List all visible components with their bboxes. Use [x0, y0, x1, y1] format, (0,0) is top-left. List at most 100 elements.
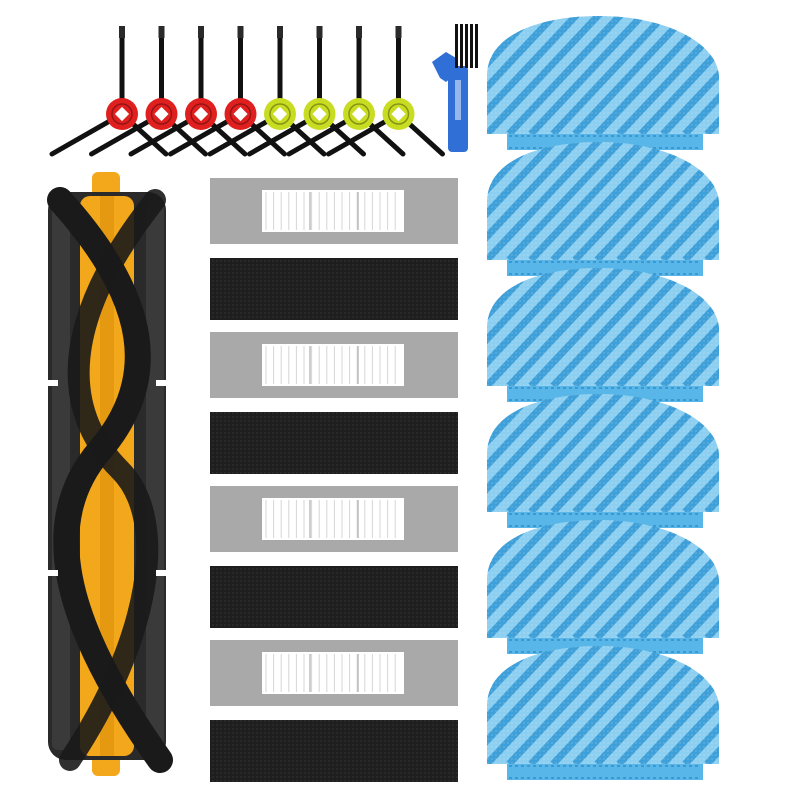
mop-pad-stripe	[751, 510, 800, 638]
sponge-filter-texture	[210, 720, 458, 782]
mop-pad-stripe	[729, 384, 800, 512]
side-brush	[247, 26, 366, 157]
side-brush-hub-ring	[190, 103, 212, 125]
mop-pad-stripe	[704, 394, 719, 512]
side-brush-hub-ring	[111, 103, 133, 125]
side-brush-center	[391, 106, 406, 122]
mop-pad-stripe	[729, 132, 800, 260]
hepa-filter-pleats	[262, 498, 404, 540]
brush-notch	[44, 380, 58, 386]
hepa-filter-pleats	[262, 652, 404, 694]
mop-pad-stripe	[729, 510, 800, 638]
main-roller-brush	[44, 172, 173, 776]
mop-pad-mesh	[487, 394, 719, 512]
side-brush	[128, 26, 248, 157]
side-brush-tip	[316, 26, 323, 38]
mop-pad-stripe	[773, 258, 800, 386]
mop-pad-stripe	[729, 6, 800, 134]
brush-fin-right	[146, 200, 164, 750]
tool-bristle	[475, 24, 478, 68]
mop-pad-stripe	[773, 132, 800, 260]
mop-pad-stripe	[704, 520, 719, 638]
side-brush	[286, 26, 406, 157]
mop-pad-stripe	[729, 258, 800, 386]
mop-pad	[487, 132, 800, 276]
sponge-filter-texture	[210, 566, 458, 628]
brush-core-shade	[100, 196, 114, 756]
mop-pad-stripe	[704, 646, 719, 764]
hepa-filter	[210, 640, 458, 706]
side-brush-center	[351, 106, 367, 122]
mop-pad-stripe	[704, 142, 719, 260]
hepa-filter	[210, 178, 458, 244]
sponge-filter-texture	[210, 412, 458, 474]
side-brush-hub-ring	[150, 103, 173, 125]
side-brush-tip	[119, 26, 125, 38]
tool-handle-slot	[455, 80, 461, 120]
side-brush-hub-ring	[229, 103, 252, 125]
mop-pad-mesh	[487, 268, 719, 386]
mop-pad-stripe	[773, 6, 800, 134]
side-brush-tip	[277, 26, 283, 38]
brush-fin-left	[52, 200, 70, 750]
mop-pad-body	[487, 6, 800, 134]
mop-pad-stripe	[751, 636, 800, 764]
side-brushes	[49, 26, 445, 157]
side-brush-tip	[198, 26, 204, 38]
tool-bristle	[470, 24, 473, 68]
hepa-filter-pleats	[262, 344, 404, 386]
brush-end-cap-top	[92, 172, 120, 198]
side-brush	[207, 26, 327, 157]
cleaning-tool	[432, 24, 478, 152]
side-brush-tip	[158, 26, 165, 38]
tool-bristle	[460, 24, 463, 68]
side-brush	[89, 26, 208, 157]
mop-pad	[487, 258, 800, 402]
mop-pad-stripe	[704, 268, 719, 386]
mop-pad-stripe	[773, 636, 800, 764]
mop-pad-stripe	[773, 384, 800, 512]
side-brush	[326, 26, 445, 157]
mop-pad-stripe	[751, 384, 800, 512]
mop-pad-stack	[487, 6, 800, 780]
mop-pad-mesh	[487, 646, 719, 764]
brush-notch	[156, 380, 170, 386]
mop-pad-body	[487, 258, 800, 386]
brush-bristle-spiral	[59, 189, 166, 771]
mop-pad-strip	[507, 764, 703, 780]
mop-pad-stripe	[729, 636, 800, 764]
side-brush-center	[312, 106, 327, 122]
side-brush	[49, 26, 169, 157]
mop-pad-mesh	[487, 520, 719, 638]
mop-pad-stripe	[751, 132, 800, 260]
hepa-filter	[210, 332, 458, 398]
mop-pad-mesh	[487, 142, 719, 260]
mop-pad-mesh	[487, 16, 719, 134]
side-brush-hub-ring	[348, 103, 370, 125]
side-brush-center	[272, 106, 288, 122]
mop-pad	[487, 6, 800, 150]
brush-notch	[156, 570, 170, 576]
side-brush-hub-ring	[387, 103, 410, 125]
sponge-filter-texture	[210, 258, 458, 320]
mop-pad-body	[487, 636, 800, 764]
mop-pad-stripe	[751, 258, 800, 386]
mop-pad-body	[487, 132, 800, 260]
filter-stack	[210, 178, 458, 782]
side-brush-hub-ring	[308, 103, 331, 125]
mop-pad-stripe	[704, 16, 719, 134]
mop-pad-stripe	[751, 6, 800, 134]
hepa-filter-pleats	[262, 190, 404, 232]
side-brush-tip	[356, 26, 362, 38]
brush-notch	[44, 570, 58, 576]
side-brush-hub-ring	[269, 103, 291, 125]
side-brush-tip	[237, 26, 244, 38]
tool-bristle	[465, 24, 468, 68]
tool-bristle	[455, 24, 458, 68]
mop-pad-stripe	[773, 510, 800, 638]
hepa-filter	[210, 486, 458, 552]
side-brush-tip	[395, 26, 402, 38]
mop-pad	[487, 636, 800, 780]
